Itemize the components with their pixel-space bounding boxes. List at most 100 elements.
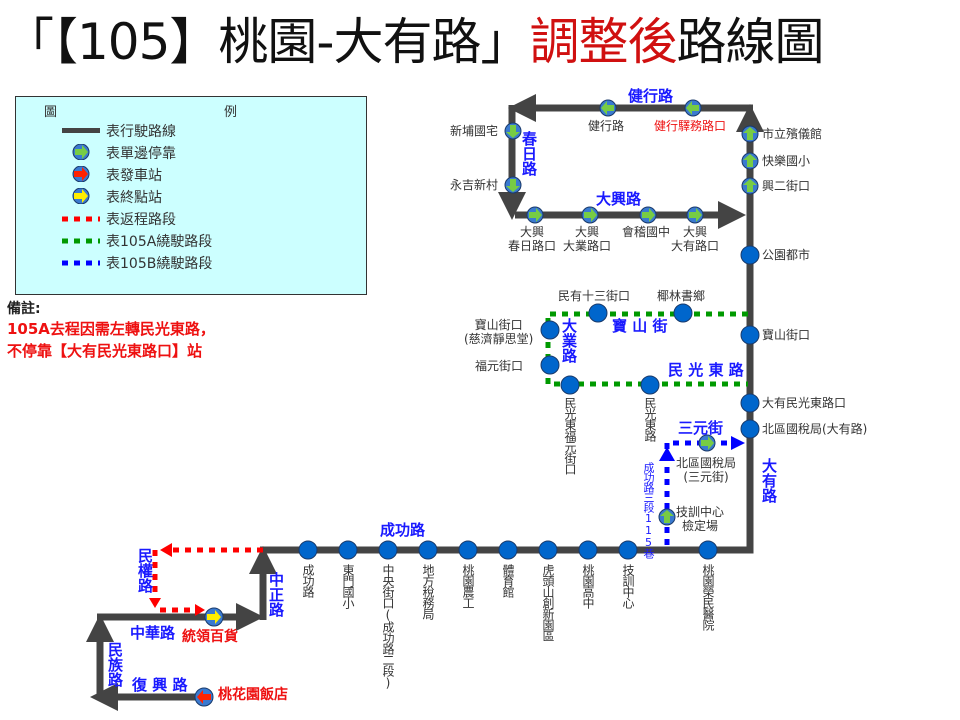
stop-taohuayuan: 桃花園飯店 xyxy=(218,687,288,703)
stop-xinger: 興二街口 xyxy=(762,179,811,193)
bus-stop-icon xyxy=(378,540,398,560)
one-side-stop-icon xyxy=(526,206,544,224)
one-side-stop-icon xyxy=(741,152,759,170)
stop-north-tax: 北區國稅局(大有路) xyxy=(762,422,868,436)
arrow-icon xyxy=(149,598,161,608)
arrow-icon xyxy=(659,447,675,461)
105a-detour-line xyxy=(545,311,748,387)
stop-nonggong: 桃園農工 xyxy=(461,564,475,608)
bus-stop-icon xyxy=(560,375,580,395)
arrow-icon xyxy=(731,436,745,450)
road-zhongzheng: 中正路 xyxy=(267,572,285,617)
stop-hutoushan: 虎頭山創新園區 xyxy=(541,564,555,641)
stop-dongmen: 東門國小 xyxy=(341,564,355,608)
bus-stop-icon xyxy=(458,540,478,560)
note-line: 不停靠【大有民光東路口】站 xyxy=(7,342,203,360)
bus-stop-icon xyxy=(498,540,518,560)
bus-stop-icon xyxy=(740,245,760,265)
one-side-stop-icon xyxy=(581,206,599,224)
departure-stop-icon xyxy=(72,166,90,182)
road-baoshan: 寶 山 街 xyxy=(612,317,668,335)
arrow-icon xyxy=(195,604,205,616)
stop-jixun: 技訓中心 xyxy=(621,564,635,608)
title-route-map: 路線圖 xyxy=(676,13,824,71)
return-segment-icon xyxy=(62,216,100,222)
note-heading: 備註: xyxy=(7,301,41,317)
stop-mg-rd: 民光東路 xyxy=(643,397,657,441)
bus-stop-icon xyxy=(540,320,560,340)
road-fuxing: 復 興 路 xyxy=(132,676,188,694)
road-daye: 大業路 xyxy=(560,318,578,363)
one-side-stop-icon xyxy=(639,206,657,224)
stop-dx-dayou: 大興 大有路口 xyxy=(671,225,720,253)
departure-stop-icon xyxy=(194,687,214,707)
stop-xinpu: 新埔國宅 xyxy=(450,124,499,138)
one-side-stop-icon xyxy=(698,434,716,452)
terminal-stop-icon xyxy=(204,607,224,627)
road-minguang: 民 光 東 路 xyxy=(668,361,744,379)
stop-tax-local: 地方稅務局 xyxy=(421,564,435,619)
stop-gym: 體育館 xyxy=(501,564,515,597)
stop-jianxing-rd: 健行路 xyxy=(588,119,625,133)
stop-north-tax-sanyuan: 北區國稅局 (三元街) xyxy=(676,456,737,484)
bus-stop-icon xyxy=(698,540,718,560)
105b-detour-icon xyxy=(62,260,100,266)
stop-fuyuan: 福元街口 xyxy=(475,359,524,373)
road-lane115: 成功路三段115巷 xyxy=(642,462,655,558)
road-daxing: 大興路 xyxy=(596,190,642,208)
route-line-icon xyxy=(62,128,100,133)
one-side-stop-icon xyxy=(741,177,759,195)
bus-stop-icon xyxy=(740,393,760,413)
one-side-stop-icon xyxy=(684,99,702,117)
stop-jixun-test: 技訓中心 檢定場 xyxy=(676,505,725,533)
legend-label: 表返程路段 xyxy=(106,212,176,228)
stop-yongji: 永吉新村 xyxy=(450,178,499,192)
one-side-stop-icon xyxy=(741,125,759,143)
stop-park-city: 公園都市 xyxy=(762,248,811,262)
legend-label: 表行駛路線 xyxy=(106,124,176,140)
bus-stop-icon xyxy=(578,540,598,560)
road-zhonghua: 中華路 xyxy=(130,624,176,642)
stop-jianxing-yiwu: 健行驛務路口 xyxy=(654,119,727,133)
legend-label: 表105B繞駛路段 xyxy=(106,256,213,272)
stop-kuaile: 快樂國小 xyxy=(762,154,811,168)
road-chunri: 春日路 xyxy=(520,131,538,176)
terminal-stop-icon xyxy=(72,188,90,204)
bus-stop-icon xyxy=(618,540,638,560)
one-side-stop-icon xyxy=(504,176,522,194)
legend-label: 表終點站 xyxy=(106,190,162,206)
stop-taoyuan-hs: 桃園高中 xyxy=(581,564,595,608)
bus-stop-icon xyxy=(640,375,660,395)
note: 備註: 105A去程因需左轉民光東路， 不停靠【大有民光東路口】站 xyxy=(7,298,215,362)
legend-label: 表發車站 xyxy=(106,168,162,184)
road-chenggong: 成功路 xyxy=(380,521,426,539)
stop-tongling: 統領百貨 xyxy=(182,629,238,645)
one-side-stop-icon xyxy=(599,99,617,117)
stop-yelin: 椰林書鄉 xyxy=(657,289,706,303)
stop-zhongyang: 中央街口(成功路二段) xyxy=(381,564,395,689)
bus-stop-icon xyxy=(540,355,560,375)
stop-dayou-minguang: 大有民光東路口 xyxy=(762,396,847,410)
one-side-stop-icon xyxy=(686,206,704,224)
stop-veterans: 桃園榮民醫院 xyxy=(701,564,715,630)
road-minzu: 民族路 xyxy=(106,642,124,687)
bus-stop-icon xyxy=(538,540,558,560)
stop-baoshan-jie: 寶山街口 xyxy=(762,328,811,342)
stop-kuaiji: 會稽國中 xyxy=(622,225,671,239)
road-sanyuan: 三元街 xyxy=(678,419,724,437)
bus-stop-icon xyxy=(740,325,760,345)
one-side-stop-icon xyxy=(504,122,522,140)
legend-header-right: 例 xyxy=(224,105,238,120)
one-side-stop-icon xyxy=(658,508,676,526)
title-adjusted: 調整後 xyxy=(529,13,677,71)
road-minquan: 民權路 xyxy=(136,548,154,593)
legend-label: 表單邊停靠 xyxy=(106,146,176,162)
road-dayou: 大有路 xyxy=(760,458,778,503)
arrow-icon xyxy=(160,543,172,557)
one-side-stop-icon xyxy=(72,144,90,160)
stop-minyou13: 民有十三街口 xyxy=(558,289,631,303)
bus-stop-icon xyxy=(338,540,358,560)
bus-stop-icon xyxy=(418,540,438,560)
stop-mg-fuyuan: 民光東福元街口 xyxy=(563,397,577,474)
